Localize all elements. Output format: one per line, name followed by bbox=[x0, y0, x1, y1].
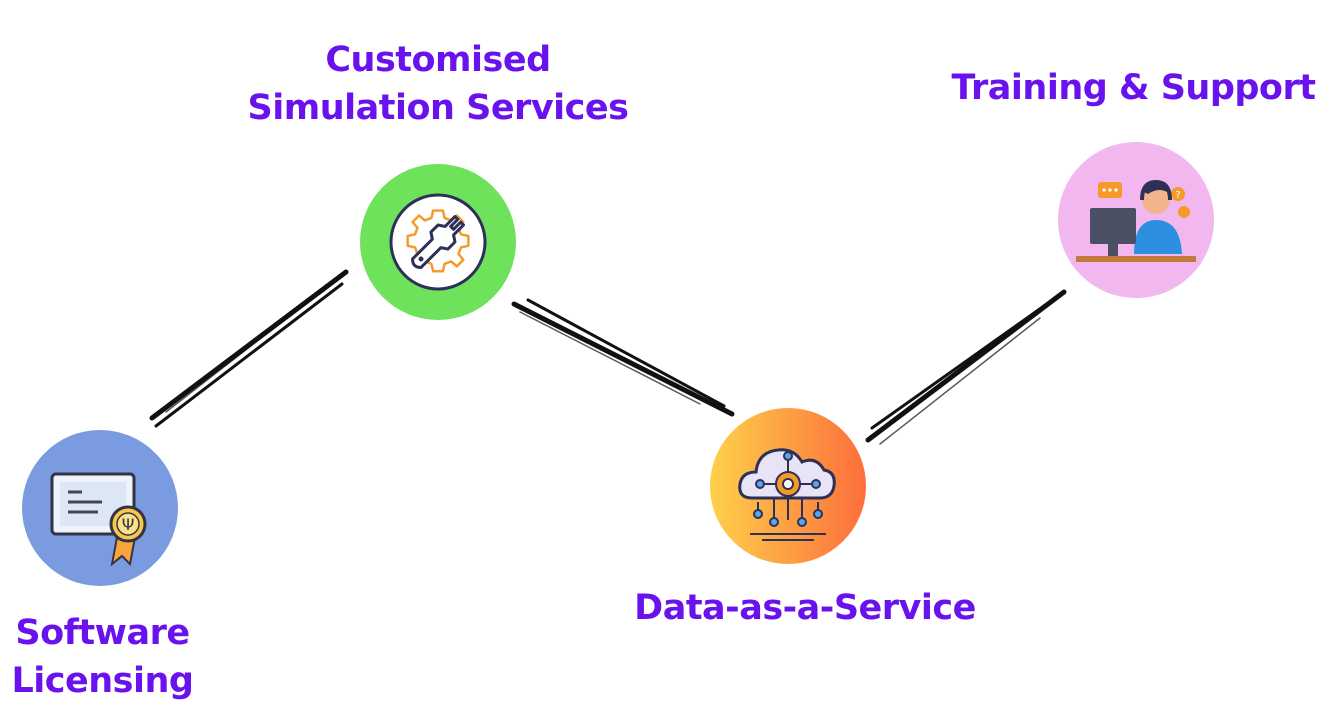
connector-licensing-to-simulation bbox=[149, 269, 349, 428]
svg-text:?: ? bbox=[1175, 190, 1180, 201]
customised-simulation-label: Customised Simulation Services bbox=[247, 40, 629, 128]
cloud-network-icon bbox=[738, 448, 836, 541]
support-agent-icon: ? bbox=[1076, 179, 1196, 262]
connector-data-to-training bbox=[865, 289, 1067, 445]
software-licensing-label: Software Licensing bbox=[11, 613, 194, 701]
data-as-a-service-label: Data-as-a-Service bbox=[634, 588, 976, 628]
certificate-icon: Ψ bbox=[50, 472, 147, 567]
svg-text:Ψ: Ψ bbox=[122, 515, 135, 534]
customised-simulation-node bbox=[360, 164, 516, 320]
data-as-a-service-node bbox=[710, 408, 866, 564]
training-support-label: Training & Support bbox=[951, 68, 1316, 108]
training-support-node: ? bbox=[1058, 142, 1214, 298]
software-licensing-node: Ψ bbox=[22, 430, 178, 586]
connector-simulation-to-data bbox=[511, 298, 735, 417]
wrench-gear-icon bbox=[389, 193, 487, 291]
